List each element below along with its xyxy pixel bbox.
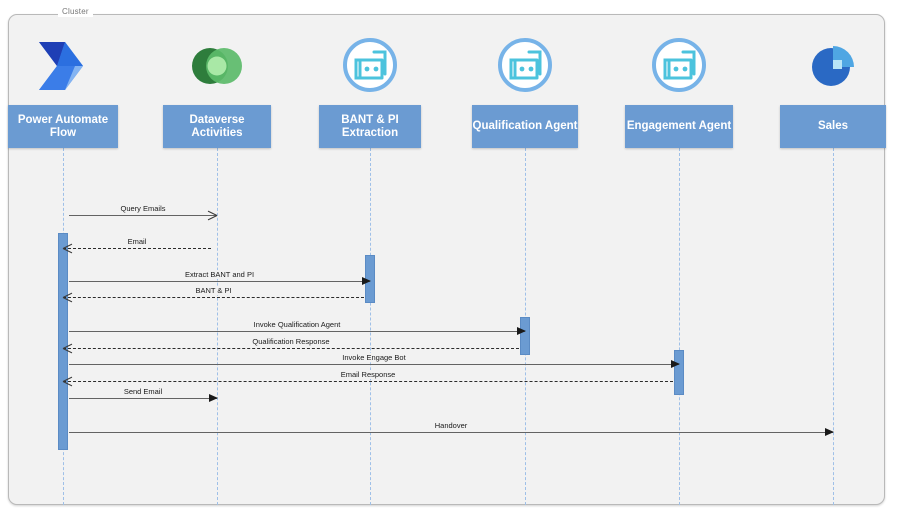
participant-header-dataverse[interactable]: Dataverse Activities — [163, 105, 271, 148]
arrowhead-left-icon — [63, 376, 73, 386]
dynamics-sales-logo — [803, 36, 863, 96]
arrowhead-right-icon — [825, 428, 834, 436]
agent-bot-icon — [495, 36, 555, 96]
participant-header-engage[interactable]: Engagement Agent — [625, 105, 733, 148]
message-label: Invoke Qualification Agent — [250, 320, 344, 329]
participant-label: Power Automate Flow — [17, 113, 109, 139]
message-line — [69, 432, 833, 433]
message-line — [63, 297, 364, 298]
message-label: BANT & PI — [192, 286, 235, 295]
message-5: Invoke Qualification Agent — [69, 320, 526, 335]
lifeline-engage — [679, 148, 680, 505]
lifeline-bantpi — [370, 148, 371, 505]
message-label: Send Email — [120, 387, 166, 396]
arrowhead-left-icon — [63, 243, 73, 253]
message-label: Extract BANT and PI — [181, 270, 258, 279]
message-label: Email — [124, 237, 150, 246]
arrowhead-right-icon — [671, 360, 680, 368]
message-2: Email — [63, 237, 211, 249]
participant-label: Dataverse Activities — [189, 113, 245, 139]
message-8: Email Response — [63, 370, 673, 382]
cluster-label: Cluster — [58, 7, 93, 17]
participant-label: BANT & PI Extraction — [341, 113, 399, 139]
participant-label: Engagement Agent — [626, 120, 732, 132]
message-line — [63, 381, 673, 382]
message-label: Invoke Engage Bot — [339, 353, 409, 362]
message-line — [63, 348, 519, 349]
arrowhead-right-icon — [362, 277, 371, 285]
activation-bar-flow — [58, 233, 68, 450]
message-line — [69, 398, 217, 399]
participant-header-flow[interactable]: Power Automate Flow — [8, 105, 118, 148]
arrowhead-right-icon — [207, 210, 217, 220]
message-label: Query Emails — [117, 204, 169, 213]
message-label: Qualification Response — [249, 337, 333, 346]
agent-bot-icon — [649, 36, 709, 96]
activation-bar-engage — [674, 350, 684, 395]
arrowhead-right-icon — [209, 394, 218, 402]
message-4: BANT & PI — [63, 286, 364, 298]
arrowhead-left-icon — [63, 292, 73, 302]
message-label: Handover — [431, 421, 471, 430]
participant-header-qualify[interactable]: Qualification Agent — [472, 105, 578, 148]
message-line — [69, 215, 217, 216]
message-1: Query Emails — [69, 204, 217, 216]
arrowhead-left-icon — [63, 343, 73, 353]
message-line — [69, 281, 370, 282]
activation-bar-qualify — [520, 317, 530, 355]
arrowhead-right-icon — [517, 327, 526, 335]
participant-header-bantpi[interactable]: BANT & PI Extraction — [319, 105, 421, 148]
lifeline-sales — [833, 148, 834, 505]
lifeline-dataverse — [217, 148, 218, 505]
message-9: Send Email — [69, 387, 218, 402]
power-automate-logo — [33, 36, 93, 96]
message-line — [63, 248, 211, 249]
message-label: Email Response — [337, 370, 399, 379]
message-10: Handover — [69, 421, 834, 436]
participant-label: Qualification Agent — [472, 120, 578, 132]
message-3: Extract BANT and PI — [69, 270, 371, 285]
message-line — [69, 331, 525, 332]
participant-label: Sales — [817, 120, 849, 132]
participant-header-sales[interactable]: Sales — [780, 105, 886, 148]
dataverse-logo — [187, 36, 247, 96]
message-7: Invoke Engage Bot — [69, 353, 680, 368]
message-6: Qualification Response — [63, 337, 519, 349]
agent-bot-icon — [340, 36, 400, 96]
message-line — [69, 364, 679, 365]
